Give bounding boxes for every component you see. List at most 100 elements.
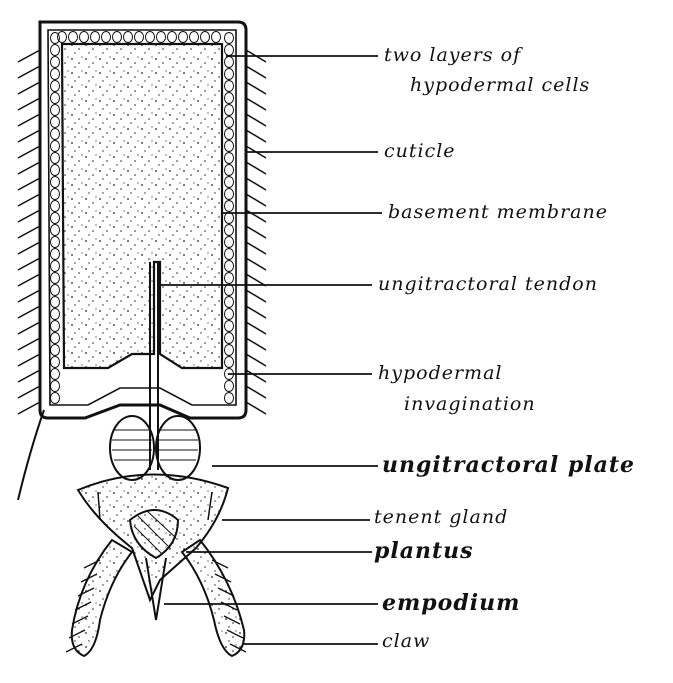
hypodermal-cell	[51, 261, 60, 272]
seta	[18, 66, 40, 78]
seta	[246, 130, 266, 142]
seta	[246, 178, 266, 190]
label-hypodermal-cells-line1: two layers of	[384, 46, 521, 65]
seta	[246, 210, 266, 222]
hypodermal-cell	[201, 32, 210, 43]
hypodermal-cell	[51, 285, 60, 296]
seta	[18, 130, 40, 142]
seta	[18, 370, 40, 382]
claw-left	[72, 540, 132, 656]
seta	[18, 146, 40, 158]
hypodermal-cell	[51, 393, 60, 404]
hypodermal-cell	[51, 81, 60, 92]
hypodermal-cell	[225, 165, 234, 176]
hypodermal-cell	[91, 32, 100, 43]
hypodermal-cell	[51, 333, 60, 344]
seta	[18, 258, 40, 270]
hypodermal-cell	[51, 321, 60, 332]
hypodermal-cell	[225, 345, 234, 356]
seta	[18, 114, 40, 126]
hypodermal-cell	[51, 105, 60, 116]
hypodermal-cell	[157, 32, 166, 43]
seta	[18, 226, 40, 238]
hypodermal-cell	[113, 32, 122, 43]
seta	[18, 242, 40, 254]
seta	[246, 258, 266, 270]
hypodermal-cell	[51, 225, 60, 236]
hypodermal-cell	[225, 273, 234, 284]
seta	[18, 274, 40, 286]
label-tendon: ungitractoral tendon	[378, 275, 598, 294]
seta	[18, 98, 40, 110]
seta	[246, 162, 266, 174]
seta	[246, 290, 266, 302]
hypodermal-cell	[168, 32, 177, 43]
hypodermal-cell	[146, 32, 155, 43]
hypodermal-cell	[225, 189, 234, 200]
hypodermal-cell	[225, 141, 234, 152]
hypodermal-cell	[51, 129, 60, 140]
seta	[18, 194, 40, 206]
hypodermal-cell	[51, 381, 60, 392]
seta	[246, 226, 266, 238]
seta	[18, 306, 40, 318]
hypodermal-cell	[225, 225, 234, 236]
hypodermal-cell	[51, 177, 60, 188]
label-tenent-gland: tenent gland	[374, 508, 508, 527]
hypodermal-cell	[225, 57, 234, 68]
hypodermal-cell	[51, 117, 60, 128]
label-plate: ungitractoral plate	[382, 454, 635, 476]
seta	[246, 194, 266, 206]
ungitractoral-plate	[110, 416, 200, 480]
hypodermal-cell	[102, 32, 111, 43]
hypodermal-cell	[51, 309, 60, 320]
hypodermal-cell	[225, 393, 234, 404]
hypodermal-cell	[51, 165, 60, 176]
hypodermal-cell	[225, 297, 234, 308]
seta	[18, 162, 40, 174]
hypodermal-cell	[225, 117, 234, 128]
hypodermal-cell	[51, 249, 60, 260]
hypodermal-cell	[58, 32, 67, 43]
hypodermal-cell	[225, 357, 234, 368]
seta	[18, 402, 40, 414]
claw-right	[182, 540, 244, 656]
hypodermal-cell	[225, 93, 234, 104]
label-invagination-line2: invagination	[404, 395, 536, 414]
hypodermal-cell	[80, 32, 89, 43]
seta	[18, 354, 40, 366]
hypodermal-cell	[51, 45, 60, 56]
hypodermal-cell	[179, 32, 188, 43]
hypodermal-cell	[51, 153, 60, 164]
label-basement-membrane: basement membrane	[388, 203, 608, 222]
hypodermal-cell	[51, 141, 60, 152]
label-empodium: empodium	[382, 592, 520, 614]
hypodermal-cell	[225, 129, 234, 140]
hypodermal-cell	[225, 153, 234, 164]
seta	[246, 242, 266, 254]
seta	[18, 322, 40, 334]
seta	[246, 322, 266, 334]
label-invagination-line1: hypodermal	[378, 364, 502, 383]
hypodermal-cell	[225, 105, 234, 116]
hypodermal-cell	[225, 237, 234, 248]
seta	[246, 306, 266, 318]
seta	[246, 370, 266, 382]
seta	[18, 386, 40, 398]
hypodermal-cell	[225, 69, 234, 80]
seta	[246, 402, 266, 414]
label-cuticle: cuticle	[384, 142, 456, 161]
label-claw: claw	[382, 632, 430, 651]
hypodermal-cell	[225, 261, 234, 272]
hypodermal-cell	[225, 249, 234, 260]
hypodermal-cell	[225, 213, 234, 224]
label-hypodermal-cells-line2: hypodermal cells	[410, 76, 590, 95]
label-plantus: plantus	[374, 540, 474, 562]
hypodermal-cell	[225, 381, 234, 392]
hypodermal-cell	[51, 69, 60, 80]
hypodermal-cell	[51, 201, 60, 212]
seta	[246, 66, 266, 78]
hypodermal-cell	[51, 189, 60, 200]
seta	[246, 114, 266, 126]
hypodermal-cell	[51, 93, 60, 104]
